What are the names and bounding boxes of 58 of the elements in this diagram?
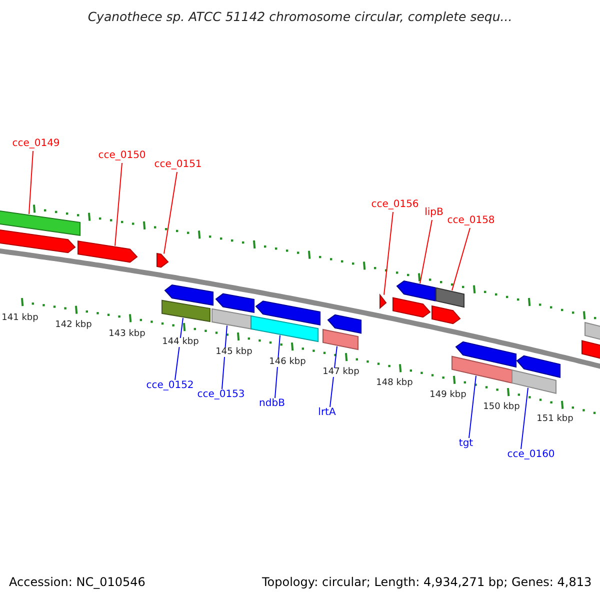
gene-bar <box>584 322 600 340</box>
gene-feature <box>164 284 214 306</box>
scale-label: 143 kbp <box>108 330 146 339</box>
genome-info-text: Topology: circular; Length: 4,934,271 bp; Genes: 4,813 <box>262 576 592 588</box>
gene-label: cce_0153 <box>197 390 245 400</box>
gene-feature <box>380 294 387 308</box>
gene-label: cce_0158 <box>447 216 495 226</box>
gene-bar <box>512 369 556 394</box>
gene-label: cce_0151 <box>154 160 202 170</box>
scale-label: 141 kbp <box>0 314 40 323</box>
leader-line <box>174 317 184 380</box>
accession-text: Accession: NC_010546 <box>9 576 146 588</box>
gene-feature <box>516 355 560 378</box>
leader-line <box>468 375 476 438</box>
leader-line <box>164 172 178 254</box>
gene-label: cce_0152 <box>146 381 194 391</box>
gene-bar <box>452 356 512 384</box>
gene-feature <box>396 280 436 302</box>
gene-feature <box>432 305 461 324</box>
gene-bar <box>162 300 210 322</box>
gene-feature <box>392 297 431 318</box>
gene-label: lrtA <box>318 408 336 418</box>
gene-bar <box>436 287 464 308</box>
leader-line <box>520 387 528 450</box>
scale-label: 150 kbp <box>482 402 521 412</box>
gene-bar <box>582 340 600 360</box>
gene-bar <box>322 328 358 350</box>
gene-label: tgt <box>458 439 474 449</box>
gene-label: lipB <box>424 208 444 218</box>
leader-line <box>114 162 122 246</box>
gene-label: cce_0160 <box>507 450 555 460</box>
leader-line <box>420 220 432 284</box>
gene-feature <box>327 314 362 334</box>
scale-label: 145 kbp <box>214 348 254 357</box>
gene-bar <box>250 315 318 342</box>
gene-bar <box>212 308 252 330</box>
gene-bar <box>0 210 80 236</box>
leader-line <box>452 228 470 291</box>
gene-label: cce_0149 <box>12 139 60 149</box>
gene-feature <box>0 229 76 254</box>
scale-label: 146 kbp <box>268 358 307 367</box>
leader-line <box>28 150 34 214</box>
leader-line <box>330 346 338 408</box>
scale-label: 142 kbp <box>54 321 93 330</box>
gene-feature <box>78 240 138 263</box>
scale-label: 144 kbp <box>161 338 200 348</box>
scale-label: 151 kbp <box>536 415 574 424</box>
leader-line <box>384 212 394 296</box>
gene-feature <box>215 293 254 313</box>
scale-label: 148 kbp <box>375 379 414 388</box>
gene-label: cce_0150 <box>98 151 146 161</box>
gene-label: cce_0156 <box>371 200 419 210</box>
title: Cyanothece sp. ATCC 51142 chromosome circular, complete sequ... <box>88 11 512 24</box>
scale-label: 147 kbp <box>322 368 360 378</box>
gene-label: ndbB <box>259 399 285 409</box>
gene-feature <box>156 252 169 268</box>
gene-feature <box>455 341 516 368</box>
scale-label: 149 kbp <box>428 390 468 400</box>
